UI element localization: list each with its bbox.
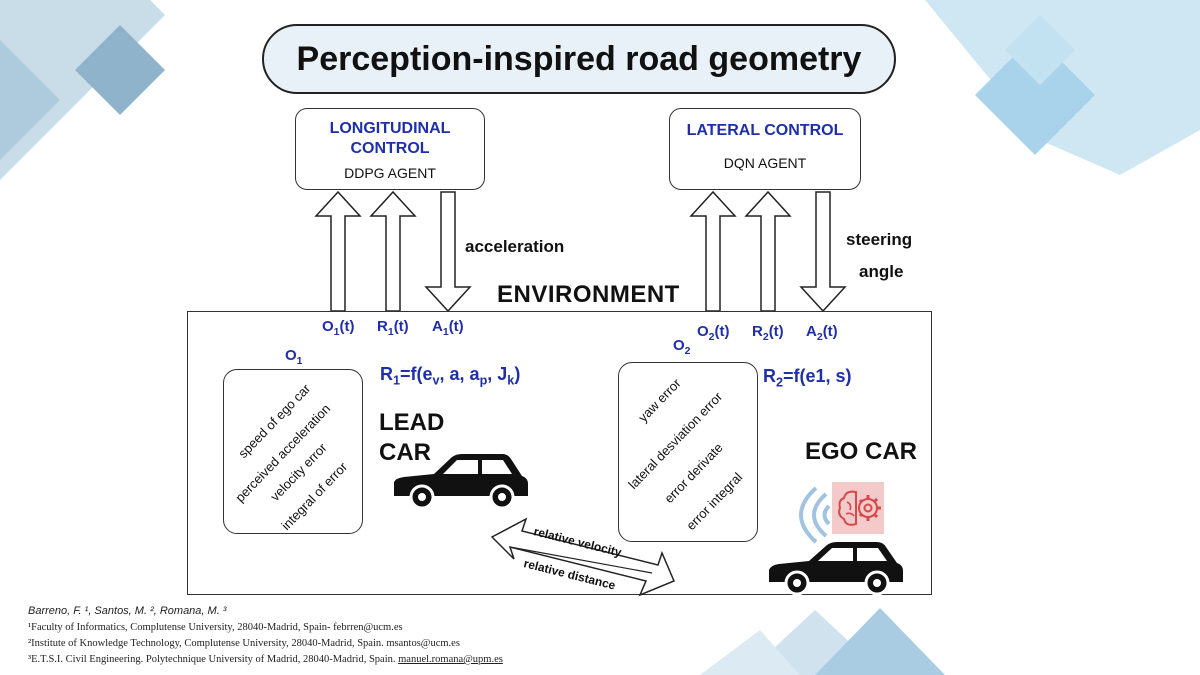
action-arrow-right — [799, 191, 847, 313]
footer-affiliation-1: ¹Faculty of Informatics, Complutense Uni… — [28, 622, 403, 633]
sensor-wifi-icon — [799, 486, 831, 544]
footer-authors: Barreno, F. ¹, Santos, M. ², Romana, M. … — [28, 605, 227, 617]
o2t-label: O2(t) — [697, 323, 730, 343]
r2t-label: R2(t) — [752, 323, 784, 343]
relative-motion-arrow — [490, 517, 675, 597]
environment-title: ENVIRONMENT — [497, 281, 680, 308]
r1t-label: R1(t) — [377, 318, 409, 338]
longitudinal-title-line2: CONTROL — [350, 140, 430, 157]
a1t-label: A1(t) — [432, 318, 464, 338]
page-title: Perception-inspired road geometry — [262, 24, 896, 94]
acceleration-label: acceleration — [465, 237, 565, 256]
email-link[interactable]: manuel.romana@upm.es — [398, 654, 503, 665]
longitudinal-control-box: LONGITUDINAL CONTROL DDPG AGENT — [295, 108, 485, 190]
lateral-title: LATERAL CONTROL — [686, 122, 844, 139]
lead-car-icon — [394, 454, 528, 510]
observation-arrow-left — [314, 190, 362, 312]
action-arrow-left — [424, 191, 472, 313]
observation-box-lateral — [618, 362, 758, 542]
reward-arrow-right — [744, 190, 792, 312]
observation-arrow-right — [689, 190, 737, 312]
steering-label: steering — [846, 230, 913, 249]
reward2-formula: R2=f(e1, s) — [763, 366, 852, 390]
observation-box-longitudinal — [223, 369, 363, 534]
footer-affiliation-2: ²Institute of Knowledge Technology, Comp… — [28, 638, 460, 649]
o1t-label: O1(t) — [322, 318, 355, 338]
a2t-label: A2(t) — [806, 323, 838, 343]
o2-label: O2 — [673, 337, 691, 357]
reward1-formula: R1=f(ev, a, ap, Jk) — [380, 364, 521, 388]
ego-car-icon — [769, 542, 903, 596]
lateral-control-box: LATERAL CONTROL DQN AGENT — [669, 108, 861, 190]
o1-label: O1 — [285, 347, 303, 367]
dqn-agent-label: DQN AGENT — [723, 155, 807, 171]
reward-arrow-left — [369, 190, 417, 312]
brain-ai-icon — [832, 482, 884, 534]
ego-car-label: EGO CAR — [805, 438, 918, 465]
ddpg-agent-label: DDPG AGENT — [344, 165, 436, 181]
footer-affiliation-3: ³E.T.S.I. Civil Engineering. Polytechniq… — [28, 654, 503, 665]
angle-label: angle — [859, 262, 904, 281]
longitudinal-title-line1: LONGITUDINAL — [329, 120, 451, 137]
lead-car-label: LEAD CAR — [379, 409, 445, 466]
